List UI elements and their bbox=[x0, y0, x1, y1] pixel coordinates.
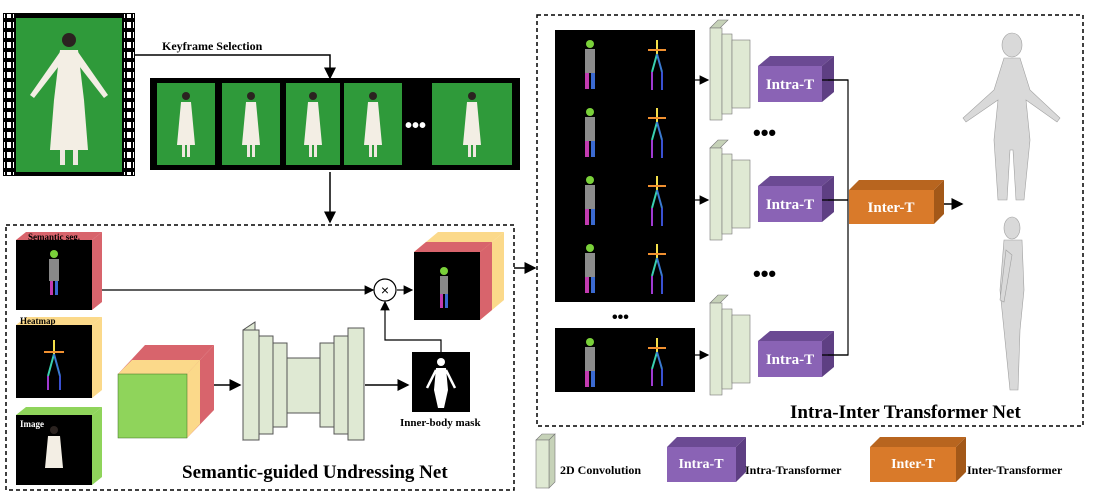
image-label: Image bbox=[20, 419, 44, 429]
image-input: Image bbox=[16, 407, 102, 485]
inner-body-mask-output: Inner-body mask bbox=[400, 352, 481, 429]
legend: 2D Convolution Intra-T Intra-Transformer… bbox=[535, 433, 1063, 489]
legend-intra-box-text: Intra-T bbox=[678, 457, 724, 472]
keyframe-strip: ••• bbox=[150, 78, 520, 170]
row-ellipsis: ••• bbox=[612, 309, 629, 326]
keyframe-thumb-5 bbox=[432, 83, 512, 165]
branch-ellipsis-2: ••• bbox=[753, 261, 776, 286]
inner-body-mask-label: Inner-body mask bbox=[400, 417, 481, 429]
transformer-net-box bbox=[536, 14, 1084, 427]
legend-intra-icon: Intra-T bbox=[667, 437, 746, 482]
body-mesh-side bbox=[999, 216, 1025, 391]
keyframe-thumb-4 bbox=[344, 83, 402, 165]
skeleton-row-3 bbox=[585, 176, 666, 226]
stacked-input-cube bbox=[117, 345, 214, 439]
undressing-net-box bbox=[5, 224, 515, 491]
source-person-figure bbox=[30, 33, 108, 165]
intra-merge-line bbox=[828, 79, 849, 356]
legend-conv-text: 2D Convolution bbox=[560, 463, 641, 477]
skeleton-row-4 bbox=[585, 244, 666, 294]
mask-to-multiply-arrow bbox=[380, 300, 442, 352]
intra-t-label: Intra-T bbox=[766, 352, 814, 368]
legend-inter-box-text: Inter-T bbox=[891, 457, 935, 472]
multiply-node bbox=[373, 278, 397, 302]
legend-inter-text: Inter-Transformer bbox=[967, 463, 1063, 477]
legend-conv-icon bbox=[535, 433, 556, 489]
skeleton-input-strip bbox=[555, 30, 695, 392]
legend-intra-text: Intra-Transformer bbox=[745, 463, 842, 477]
undressing-net-title: Semantic-guided Undressing Net bbox=[182, 462, 448, 483]
branch-1: Intra-T bbox=[695, 19, 848, 121]
heatmap-input: Heatmap bbox=[16, 316, 102, 398]
masked-seg-output bbox=[414, 232, 504, 320]
inter-t-label: Inter-T bbox=[868, 200, 915, 216]
intra-t-label: Intra-T bbox=[766, 197, 814, 213]
inter-t-block: Inter-T bbox=[849, 180, 944, 224]
branch-3: Intra-T bbox=[695, 294, 848, 396]
keyframe-thumb-3 bbox=[286, 83, 340, 165]
body-mesh-front bbox=[962, 32, 1061, 201]
intra-t-label: Intra-T bbox=[766, 77, 814, 93]
transformer-net-title: Intra-Inter Transformer Net bbox=[790, 402, 1021, 423]
skeleton-row-1 bbox=[585, 40, 666, 90]
branch-ellipsis-1: ••• bbox=[753, 120, 776, 145]
semantic-seg-label: Semantic seg. bbox=[28, 232, 80, 242]
legend-inter-icon: Inter-T bbox=[870, 437, 966, 482]
keyframe-thumb-2 bbox=[222, 83, 280, 165]
row-gap bbox=[555, 302, 695, 328]
multiply-symbol: × bbox=[381, 282, 389, 298]
source-film-frame bbox=[3, 13, 135, 176]
skeleton-row-5 bbox=[585, 338, 666, 387]
keyframe-arrow bbox=[135, 54, 336, 80]
unet-encoder-decoder bbox=[242, 321, 365, 441]
skeleton-row-2 bbox=[585, 108, 666, 158]
branch-2: Intra-T bbox=[695, 139, 848, 241]
heatmap-label: Heatmap bbox=[20, 316, 56, 326]
keyframe-selection-label: Keyframe Selection bbox=[162, 39, 263, 53]
keyframe-ellipsis: ••• bbox=[405, 115, 426, 137]
keyframe-thumb-1 bbox=[157, 83, 215, 165]
semantic-seg-input: Semantic seg. bbox=[16, 232, 102, 310]
